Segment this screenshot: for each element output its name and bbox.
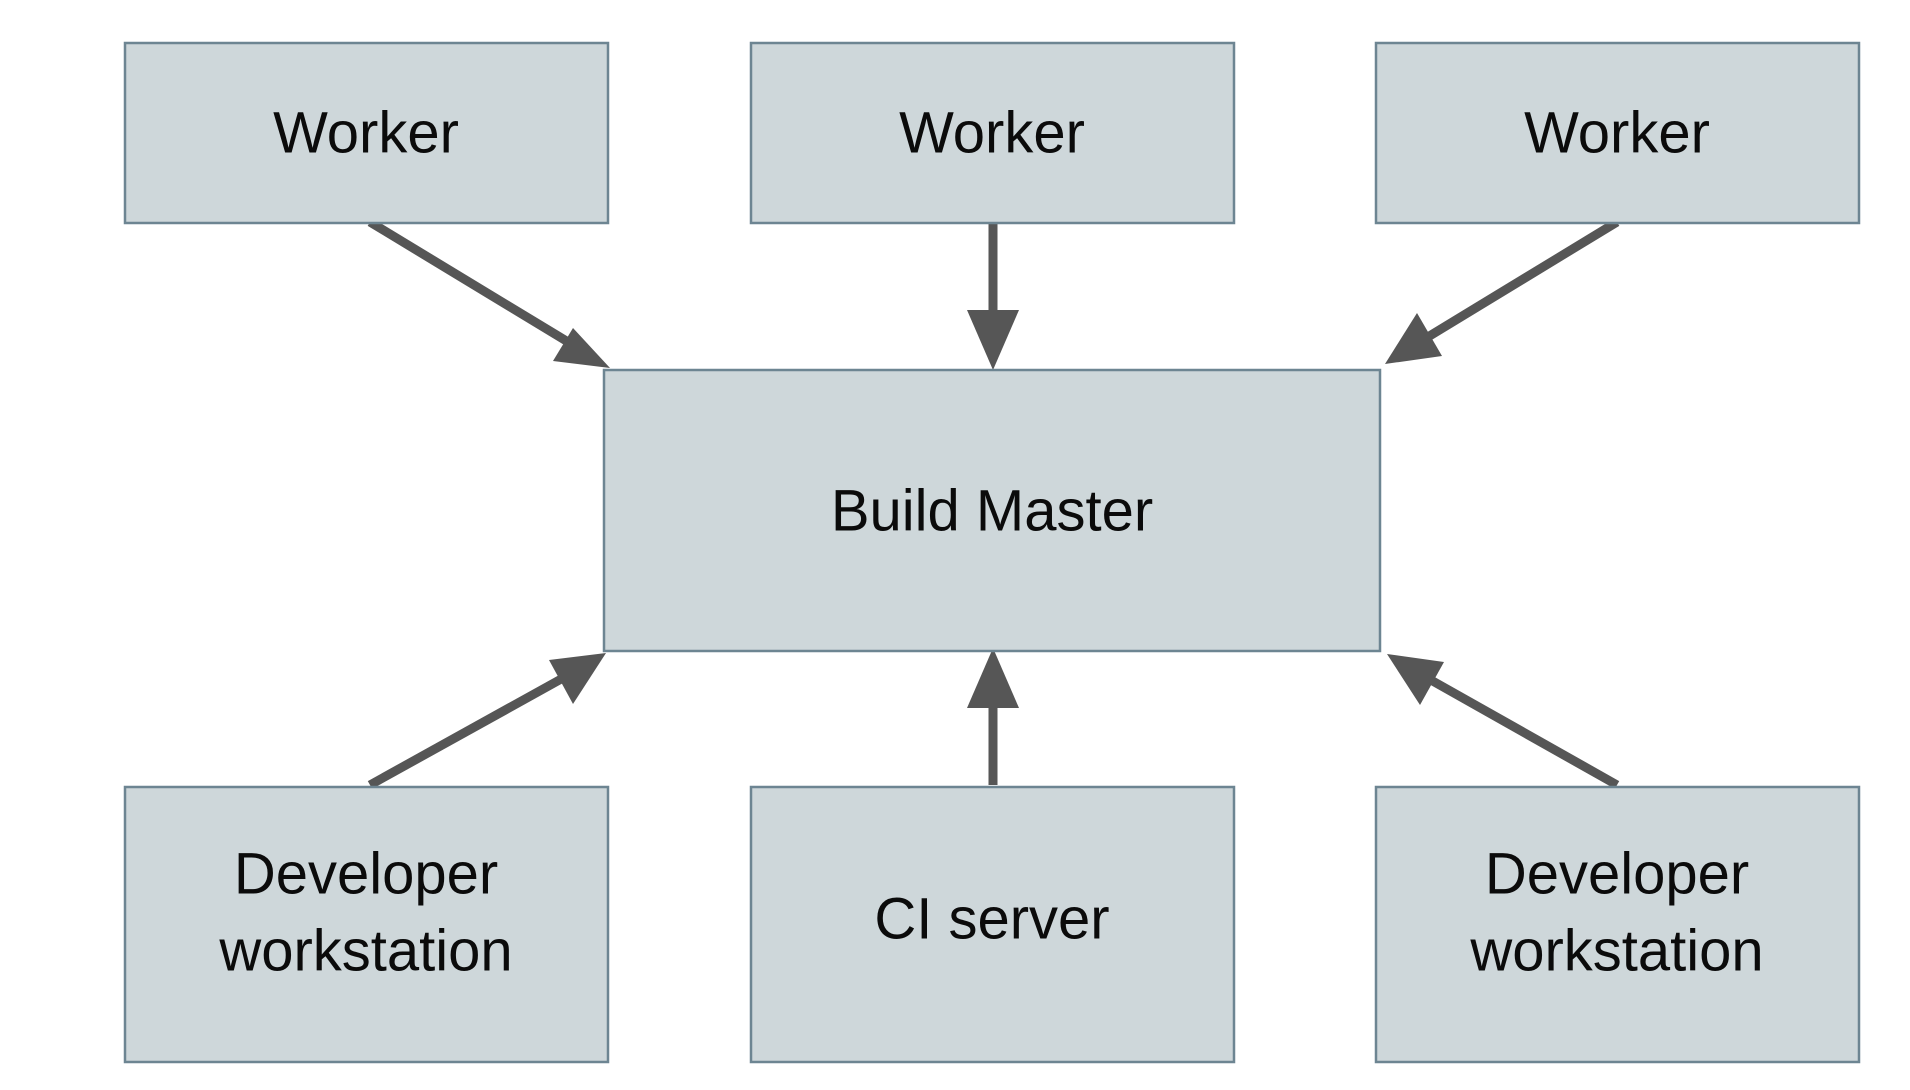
node-dev-workstation-right[interactable]: Developer workstation [1374, 785, 1861, 1064]
node-worker-2-label: Worker [899, 100, 1085, 165]
edge-worker-2-to-build-master [967, 222, 1019, 370]
node-ci-server-label: CI server [874, 886, 1109, 951]
edge-line-worker-1 [367, 218, 581, 352]
arrowhead-ci-server [967, 648, 1019, 708]
node-worker-2[interactable]: Worker [749, 41, 1236, 225]
edge-line-worker-3 [1415, 218, 1620, 347]
node-dev-workstation-left-label-line-2: workstation [218, 918, 512, 983]
node-build-master[interactable]: Build Master [602, 368, 1382, 653]
edge-dev-right-to-build-master [1387, 654, 1620, 789]
node-worker-3[interactable]: Worker [1374, 41, 1861, 225]
node-build-master-label: Build Master [831, 478, 1153, 543]
edge-worker-1-to-build-master [367, 218, 610, 368]
node-build-master-box[interactable] [602, 368, 1382, 653]
arrowhead-worker-1 [553, 328, 610, 368]
edge-worker-3-to-build-master [1385, 218, 1620, 364]
node-dev-workstation-left-label-line-1: Developer [234, 841, 498, 906]
arrowhead-worker-3 [1385, 313, 1442, 364]
node-dev-workstation-right-label-line-2: workstation [1469, 918, 1763, 983]
node-dev-workstation-left[interactable]: Developer workstation [123, 785, 610, 1064]
node-worker-1-box[interactable] [123, 41, 610, 225]
arrowhead-dev-right [1387, 654, 1444, 705]
node-worker-3-box[interactable] [1374, 41, 1861, 225]
edge-dev-left-to-build-master [367, 653, 606, 789]
edge-ci-server-to-build-master [967, 648, 1019, 785]
node-dev-workstation-right-label-line-1: Developer [1485, 841, 1749, 906]
node-ci-server[interactable]: CI server [749, 785, 1236, 1064]
node-worker-3-label: Worker [1524, 100, 1710, 165]
node-worker-1-label: Worker [273, 100, 459, 165]
node-worker-1[interactable]: Worker [123, 41, 610, 225]
edge-line-dev-right [1419, 671, 1620, 789]
edge-line-dev-left [367, 669, 575, 789]
node-dev-workstation-right-box[interactable] [1374, 785, 1861, 1064]
node-worker-2-box[interactable] [749, 41, 1236, 225]
node-ci-server-box[interactable] [749, 785, 1236, 1064]
arrowhead-worker-2 [967, 310, 1019, 370]
arrowhead-dev-left [549, 653, 606, 704]
node-dev-workstation-left-box[interactable] [123, 785, 610, 1064]
